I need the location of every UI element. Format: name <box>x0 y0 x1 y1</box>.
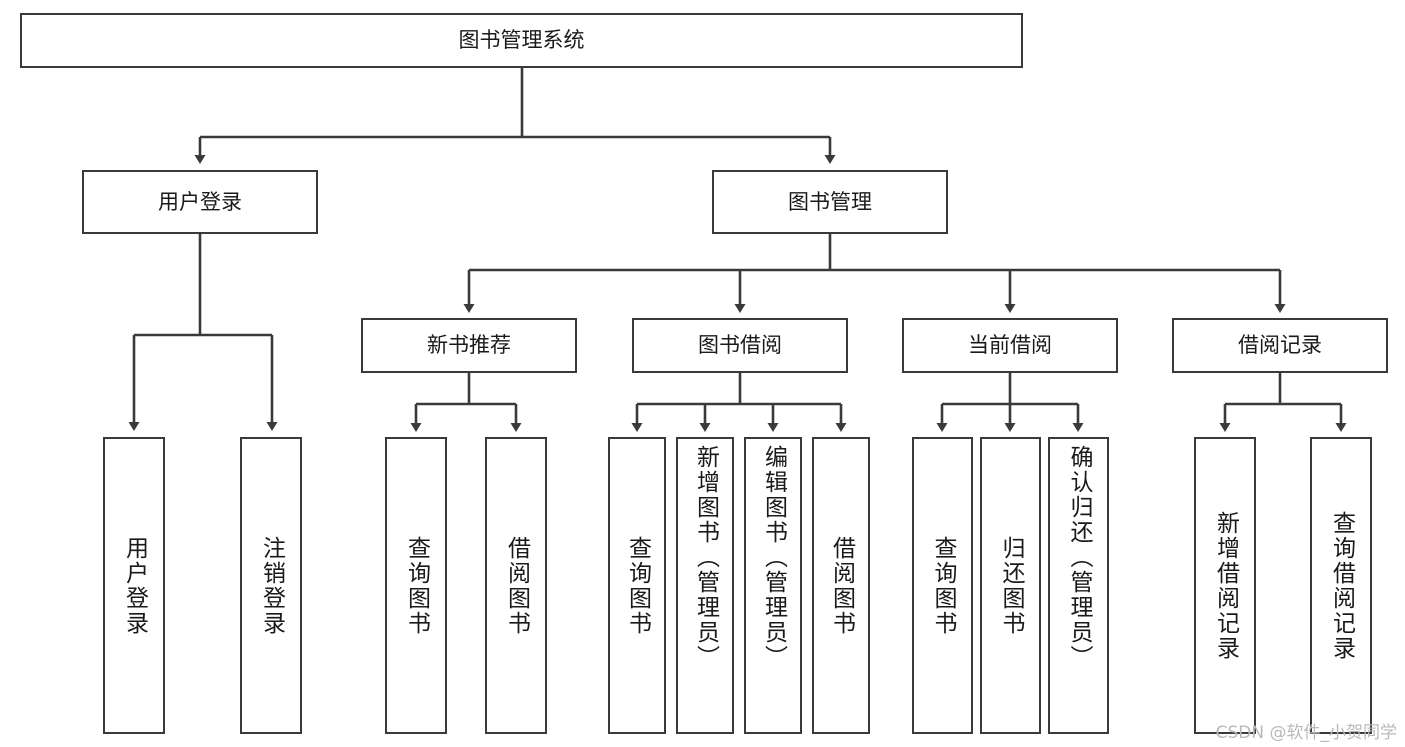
node-leaf-user-login[interactable]: 用户登录 <box>103 437 165 734</box>
node-leaf-add-borrow-record[interactable]: 新增借阅记录 <box>1194 437 1256 734</box>
node-root-label: 图书管理系统 <box>458 28 585 53</box>
node-user-login[interactable]: 用户登录 <box>82 170 318 234</box>
node-current-borrow-label: 当前借阅 <box>968 333 1052 358</box>
node-leaf-edit-book-admin[interactable]: 编辑图书（管理员） <box>744 437 802 734</box>
node-leaf-confirm-return-admin-label: 确认归还（管理员） <box>1066 445 1092 670</box>
node-leaf-query-book-current-label: 查询图书 <box>930 535 956 636</box>
node-leaf-user-logout-label: 注销登录 <box>258 535 285 636</box>
node-leaf-user-logout[interactable]: 注销登录 <box>240 437 302 734</box>
node-leaf-borrow-book[interactable]: 借阅图书 <box>812 437 870 734</box>
node-leaf-add-book-admin-label: 新增图书（管理员） <box>692 445 719 670</box>
node-leaf-return-book[interactable]: 归还图书 <box>980 437 1041 734</box>
node-leaf-edit-book-admin-label: 编辑图书（管理员） <box>760 445 787 670</box>
node-user-login-label: 用户登录 <box>158 189 242 214</box>
node-leaf-query-borrow-record-label: 查询借阅记录 <box>1328 510 1355 661</box>
node-leaf-query-book-recommend-label: 查询图书 <box>403 535 430 636</box>
node-leaf-query-book-current[interactable]: 查询图书 <box>912 437 973 734</box>
node-book-borrow[interactable]: 图书借阅 <box>632 318 848 373</box>
node-new-book-recommend-label: 新书推荐 <box>427 333 511 358</box>
node-leaf-return-book-label: 归还图书 <box>998 535 1024 636</box>
node-leaf-user-login-label: 用户登录 <box>121 535 148 636</box>
node-leaf-borrow-book-recommend[interactable]: 借阅图书 <box>485 437 547 734</box>
node-leaf-query-book-recommend[interactable]: 查询图书 <box>385 437 447 734</box>
node-leaf-borrow-book-label: 借阅图书 <box>828 535 855 636</box>
node-current-borrow[interactable]: 当前借阅 <box>902 318 1118 373</box>
node-book-management[interactable]: 图书管理 <box>712 170 948 234</box>
node-new-book-recommend[interactable]: 新书推荐 <box>361 318 577 373</box>
node-leaf-add-borrow-record-label: 新增借阅记录 <box>1212 510 1239 661</box>
node-leaf-borrow-book-recommend-label: 借阅图书 <box>503 535 530 636</box>
node-leaf-add-book-admin[interactable]: 新增图书（管理员） <box>676 437 734 734</box>
node-leaf-confirm-return-admin[interactable]: 确认归还（管理员） <box>1048 437 1109 734</box>
node-leaf-query-book-borrow[interactable]: 查询图书 <box>608 437 666 734</box>
node-book-management-label: 图书管理 <box>788 189 872 214</box>
watermark-text: CSDN @软件_小贺同学 <box>1215 723 1397 743</box>
node-root[interactable]: 图书管理系统 <box>20 13 1023 68</box>
node-borrow-records-label: 借阅记录 <box>1238 333 1322 358</box>
node-book-borrow-label: 图书借阅 <box>698 333 782 358</box>
node-borrow-records[interactable]: 借阅记录 <box>1172 318 1388 373</box>
node-leaf-query-book-borrow-label: 查询图书 <box>624 535 651 636</box>
node-leaf-query-borrow-record[interactable]: 查询借阅记录 <box>1310 437 1372 734</box>
